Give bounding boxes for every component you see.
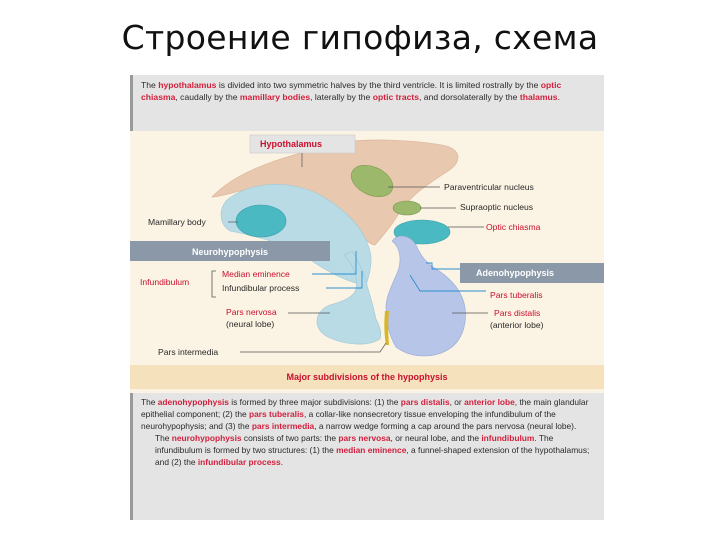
text-run: , a narrow wedge forming a cap around th… <box>314 421 576 431</box>
label-paraventricular: Paraventricular nucleus <box>444 182 534 192</box>
major-subdivisions-banner: Major subdivisions of the hypophysis <box>130 365 604 389</box>
text-run: consists of two parts: the <box>242 433 339 443</box>
term-pars-distalis: pars distalis <box>401 397 450 407</box>
hypothalamus-header: Hypothalamus <box>260 139 322 149</box>
text-run: The <box>141 397 158 407</box>
hypophysis-figure: The hypothalamus is divided into two sym… <box>130 75 604 520</box>
term-anterior-lobe: anterior lobe <box>464 397 515 407</box>
label-pars-nervosa: Pars nervosa <box>226 307 277 317</box>
label-optic-chiasma: Optic chiasma <box>486 222 541 232</box>
neurohypophysis-paragraph: The neurohypophysis consists of two part… <box>141 433 598 469</box>
term-pars-tuberalis: pars tuberalis <box>249 409 304 419</box>
label-infundibular-process: Infundibular process <box>222 283 299 293</box>
subdivisions-paragraph: The adenohypophysis is formed by three m… <box>130 393 604 520</box>
label-pars-tuberalis: Pars tuberalis <box>490 290 543 300</box>
term-infundibular-process: infundibular process <box>198 457 281 467</box>
mamillary-body-shape <box>236 205 286 237</box>
text-run: The <box>155 433 172 443</box>
label-supraoptic: Supraoptic nucleus <box>460 202 533 212</box>
text-run: . <box>281 457 283 467</box>
text-run: is formed by three major subdivisions: (… <box>229 397 401 407</box>
term-neurohypophysis: neurohypophysis <box>172 433 242 443</box>
adenohypophysis-paragraph: The adenohypophysis is formed by three m… <box>141 397 598 433</box>
label-neural-lobe: (neural lobe) <box>226 319 274 329</box>
label-median-eminence: Median eminence <box>222 269 290 279</box>
term-infundibulum: infundibulum <box>481 433 534 443</box>
bracket <box>212 271 216 297</box>
label-pars-intermedia: Pars intermedia <box>158 347 218 357</box>
text-run: , or neural lobe, and the <box>391 433 482 443</box>
leader-line <box>240 343 386 352</box>
term-adenohypophysis: adenohypophysis <box>158 397 229 407</box>
text-run: , or <box>450 397 464 407</box>
term-pars-nervosa: pars nervosa <box>338 433 390 443</box>
label-infundibulum: Infundibulum <box>140 277 189 287</box>
adenohypophysis-header: Adenohypophysis <box>476 268 554 278</box>
label-pars-distalis: Pars distalis <box>494 308 540 318</box>
label-anterior-lobe: (anterior lobe) <box>490 320 544 330</box>
slide-title: Строение гипофиза, схема <box>0 18 720 57</box>
supraoptic-nucleus <box>393 201 421 215</box>
hypophysis-diagram: Hypothalamus Paraventricular nucleus Sup… <box>130 75 604 393</box>
adenohypophysis-shape <box>386 236 466 356</box>
label-mamillary-body: Mamillary body <box>148 217 206 227</box>
term-pars-intermedia: pars intermedia <box>252 421 314 431</box>
term-median-eminence: median eminence <box>336 445 406 455</box>
neurohypophysis-header: Neurohypophysis <box>192 247 268 257</box>
